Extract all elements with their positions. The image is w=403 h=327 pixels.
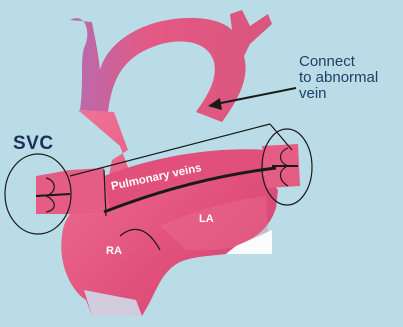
callout-line-2: to abnormal — [299, 70, 401, 86]
callout-text: Connect to abnormal vein — [299, 54, 401, 102]
abnormal-vein-loop — [70, 10, 272, 122]
la-label: LA — [199, 213, 214, 225]
ra-label: RA — [106, 245, 122, 257]
callout-line-1: Connect — [299, 54, 401, 70]
right-vein-stub — [262, 144, 300, 188]
callout-line-3: vein — [299, 86, 401, 102]
heart-body — [61, 110, 278, 316]
svc-label: SVC — [13, 133, 54, 155]
